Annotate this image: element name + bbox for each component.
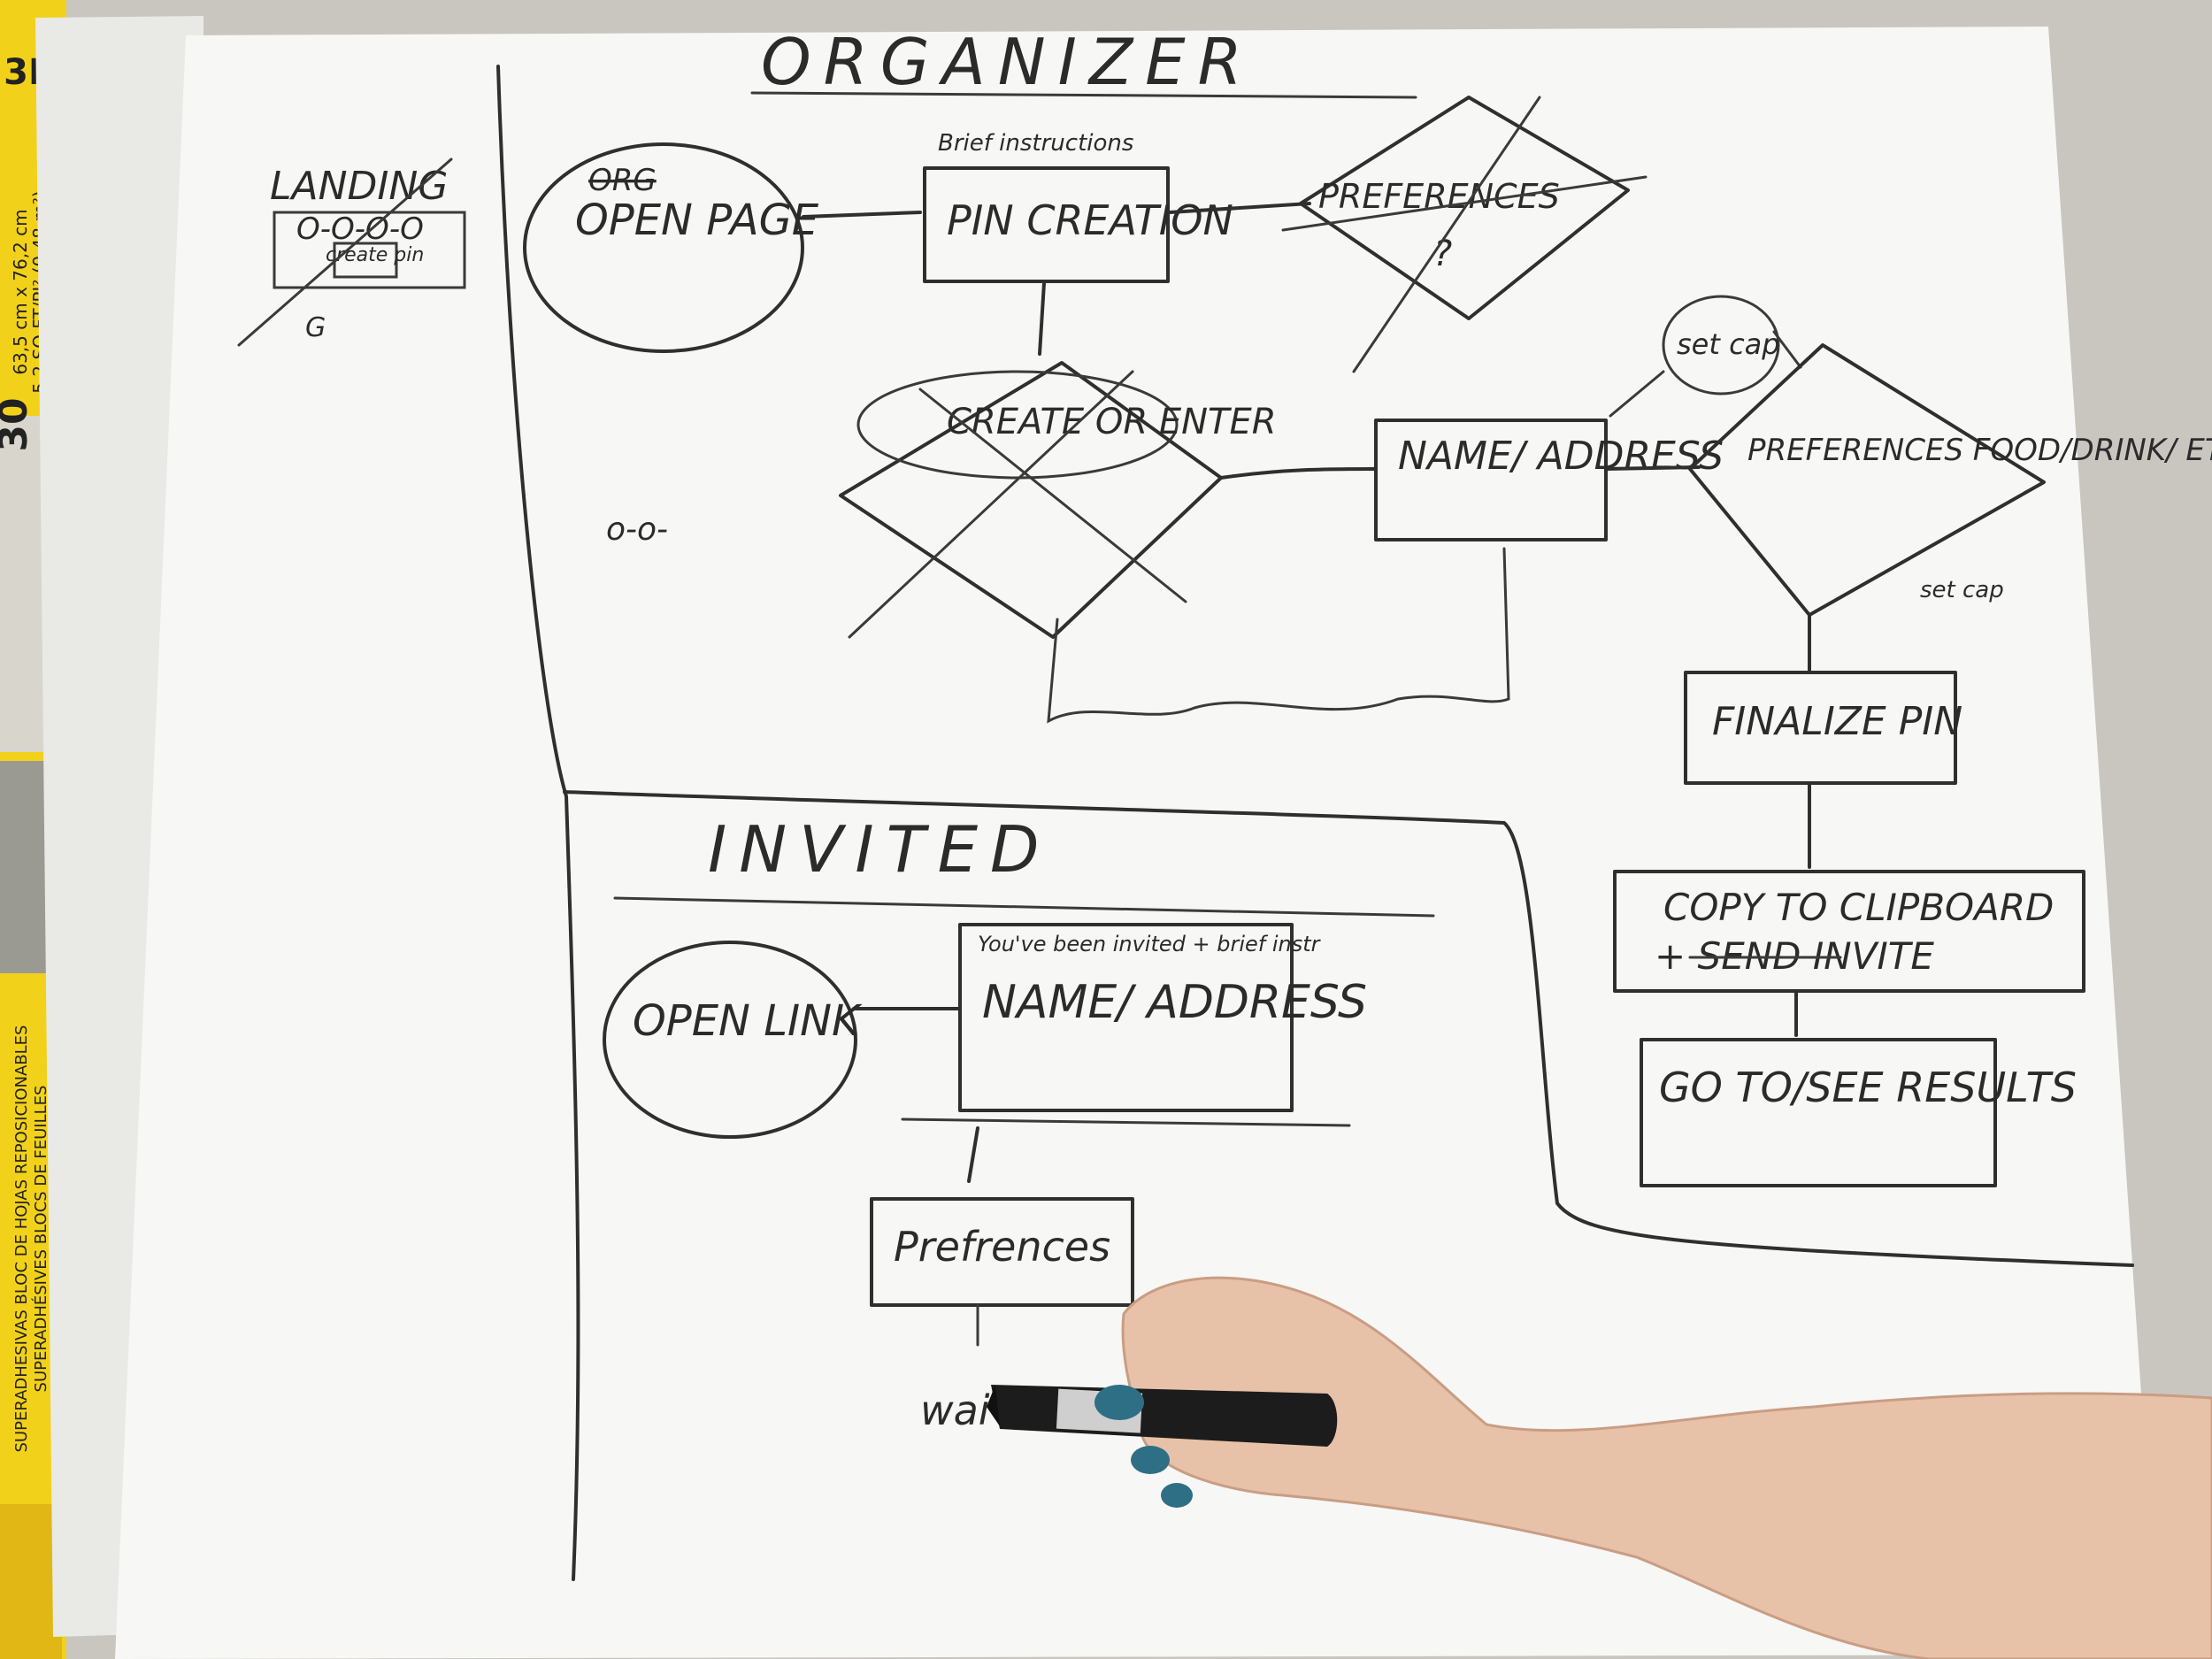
results-label: GO TO/SEE RESULTS bbox=[1659, 1064, 2077, 1111]
preferences-crossed-node: PREFERENCES ? bbox=[1281, 96, 1647, 373]
organizer-heading: ORGANIZER bbox=[761, 25, 1255, 99]
name-address-node: NAME/ ADDRESS bbox=[1374, 419, 1724, 541]
wait-text: wai bbox=[920, 1386, 990, 1434]
invited-name-address-label: NAME/ ADDRESS bbox=[982, 976, 1367, 1029]
invited-preferences-label: Prefrences bbox=[894, 1223, 1110, 1271]
landing-title: LANDING bbox=[270, 164, 448, 209]
pad-size: 63,5 cm x 76,2 cm bbox=[10, 209, 31, 374]
open-page-node: ORG OPEN PAGE bbox=[523, 142, 819, 353]
landing-mark: G bbox=[305, 312, 326, 343]
pin-creation-label: PIN CREATION bbox=[947, 196, 1233, 244]
invited-note: You've been invited + brief instr bbox=[978, 932, 1322, 956]
finalize-pin-label: FINALIZE PIN bbox=[1712, 699, 1962, 744]
copy-invite-node: COPY TO CLIPBOARD + SEND INVITE bbox=[1613, 870, 2085, 993]
open-page-label: OPEN PAGE bbox=[575, 196, 819, 245]
name-address-label: NAME/ ADDRESS bbox=[1398, 434, 1724, 479]
preferences-crossed-sub: ? bbox=[1433, 234, 1452, 274]
open-link-label: OPEN LINK bbox=[633, 996, 863, 1046]
set-cap-bubble: set cap bbox=[1609, 295, 1802, 418]
pad-spanish-2: SUPERADHÉSIVES BLOCS DE FEUILLES bbox=[31, 1086, 50, 1393]
side-doodle: o-o- bbox=[606, 511, 668, 548]
finalize-pin-node: FINALIZE PIN bbox=[1684, 671, 1962, 785]
create-or-enter-label: CREATE OR ENTER bbox=[947, 402, 1277, 442]
preferences-node: PREFERENCES FOOD/DRINK/ ETC. bbox=[1688, 343, 2212, 617]
hand-with-marker bbox=[987, 1276, 2212, 1659]
pad-count: 30 bbox=[0, 397, 36, 451]
copy-invite-line1: COPY TO CLIPBOARD bbox=[1663, 886, 2054, 929]
set-cap-label: set cap bbox=[1677, 327, 1780, 361]
vertical-divider bbox=[496, 65, 580, 1581]
results-node: GO TO/SEE RESULTS bbox=[1640, 1038, 2077, 1187]
preferences-crossed-label: PREFERENCES bbox=[1318, 177, 1560, 216]
loop-arrow bbox=[1047, 547, 1510, 724]
pad-spanish-1: SUPERADHESIVAS BLOC DE HOJAS REPOSICIONA… bbox=[12, 1025, 31, 1453]
open-link-node: OPEN LINK bbox=[603, 941, 863, 1139]
preferences-label: PREFERENCES FOOD/DRINK/ ETC. bbox=[1747, 433, 2212, 468]
invited-heading: INVITED bbox=[708, 812, 1052, 887]
brief-instructions-note: Brief instructions bbox=[938, 130, 1133, 157]
section-divider bbox=[563, 790, 2134, 1267]
landing-sketch: LANDING O-O-O-O create pin G bbox=[237, 157, 466, 347]
landing-dots: O-O-O-O bbox=[296, 211, 424, 247]
invited-preferences-node: Prefrences bbox=[870, 1197, 1134, 1307]
pin-creation-node: Brief instructions PIN CREATION bbox=[923, 130, 1233, 283]
open-page-crossed: ORG bbox=[588, 163, 657, 198]
set-cap-side-note: set cap bbox=[1920, 577, 2004, 603]
paper-sheet bbox=[115, 27, 2159, 1659]
invited-name-address-node: You've been invited + brief instr NAME/ … bbox=[901, 923, 1367, 1127]
